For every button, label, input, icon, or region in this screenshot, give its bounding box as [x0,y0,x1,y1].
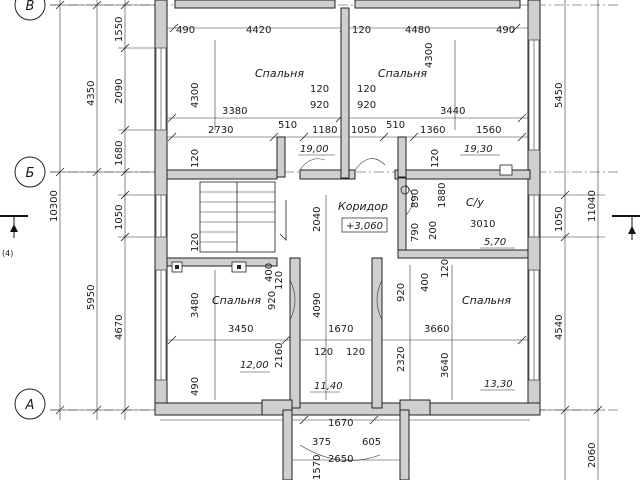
dimension-d920b: 920 [357,100,376,111]
dimension-d1880: 1880 [437,183,448,208]
axis-marker-a: А [14,388,46,420]
room-wc: С/у [466,196,484,209]
dimension-d120f: 120 [190,233,201,252]
dimension-d790: 790 [410,223,421,242]
dimension-d890: 890 [410,189,421,208]
dimension-d1670a: 1670 [328,324,353,335]
dimension-r5450: 5450 [554,83,565,108]
dimension-d120c: 120 [357,84,376,95]
dimension-d4300a: 4300 [190,83,201,108]
room-bedroom-top-left: Спальня [255,67,304,80]
dimension-d120d: 120 [190,149,201,168]
dimension-d4090: 4090 [312,293,323,318]
staircase [199,181,287,253]
dimension-l1050: 1050 [114,205,125,230]
area-3: 5,70 [484,237,506,248]
dimension-d120i: 120 [314,347,333,358]
dimension-r2060: 2060 [587,443,598,468]
column-symbols [171,164,513,273]
room-bedroom-top-right: Спальня [378,67,427,80]
dimension-d3440: 3440 [440,106,465,117]
dimension-l2090: 2090 [114,79,125,104]
room-labels: Спальня Спальня Спальня Спальня Коридор … [212,67,511,307]
area-1: 19,00 [300,144,329,155]
section-label-left: (4) [2,249,13,258]
dimension-d920a: 920 [310,100,329,111]
dimension-r11040: 11040 [587,190,598,222]
dimension-d4300b: 4300 [424,43,435,68]
dimension-d1050a: 1050 [351,125,376,136]
dimension-d490c: 490 [190,377,201,396]
dimension-d120g: 120 [440,259,451,278]
dimension-d510b: 510 [386,120,405,131]
dimension-d120a: 120 [352,25,371,36]
dimension-texts: 490 4420 120 4480 490 120 920 120 920 33… [176,25,515,465]
room-bedroom-bottom-right: Спальня [462,294,511,307]
dimension-d2320: 2320 [396,347,407,372]
room-bedroom-bottom-left: Спальня [212,294,261,307]
axis-marker-b: Б [14,156,46,188]
dimension-d375: 375 [312,437,331,448]
dimension-l1680: 1680 [114,141,125,166]
dimension-d490a: 490 [176,25,195,36]
dimension-d3380: 3380 [222,106,247,117]
dimension-d1180: 1180 [312,125,337,136]
area-4: 12,00 [240,360,269,371]
corridor-level: +3,060 [346,221,383,232]
area-2: 19,30 [464,144,493,155]
dimension-d1570: 1570 [312,455,323,480]
dimension-l1550: 1550 [114,17,125,42]
dimension-d3480: 3480 [190,293,201,318]
dimension-l5950: 5950 [86,285,97,310]
axis-marker-v: В [14,0,46,21]
dimension-d2040: 2040 [312,207,323,232]
dimension-d490b: 490 [496,25,515,36]
dimension-d120h: 120 [274,271,285,290]
dimension-d2730: 2730 [208,125,233,136]
dimension-d120b: 120 [310,84,329,95]
dimension-d120e: 120 [430,149,441,168]
room-corridor: Коридор [338,200,388,213]
dimension-r1050: 1050 [554,207,565,232]
area-underlines [240,154,515,393]
axis-label-b: Б [26,166,35,181]
dimension-d3660: 3660 [424,324,449,335]
area-6: 13,30 [484,379,513,390]
dimension-d400b: 400 [420,273,431,292]
dimension-d4480: 4480 [405,25,430,36]
room-areas: 19,00 19,30 5,70 12,00 11,40 13,30 [240,144,513,392]
dimension-d920d: 920 [267,291,278,310]
dimension-d400a: 400 [264,263,275,282]
dimension-d605: 605 [362,437,381,448]
axis-label-a: А [25,398,35,413]
walls [154,0,541,480]
dimension-r4540: 4540 [554,315,565,340]
dimension-l4670: 4670 [114,315,125,340]
dimension-d1560: 1560 [476,125,501,136]
dimension-d510a: 510 [278,120,297,131]
dimension-d3450: 3450 [228,324,253,335]
section-marker-left: (4) [0,215,28,258]
dimension-d1670b: 1670 [328,418,353,429]
dimension-d4420: 4420 [246,25,271,36]
dimension-l10300: 10300 [49,190,60,222]
dimension-d2160: 2160 [274,343,285,368]
axis-label-v: В [26,0,35,14]
dimension-d920c: 920 [396,283,407,302]
dimension-l4350: 4350 [86,81,97,106]
dimension-texts-vertical: 4300 4300 120 120 2040 890 1880 120 790 … [49,17,598,480]
section-marker-right [612,215,640,240]
dimension-d1360: 1360 [420,125,445,136]
dimension-d120j: 120 [346,347,365,358]
dimension-d200: 200 [428,221,439,240]
dimension-d2650: 2650 [328,454,353,465]
dimension-d3010: 3010 [470,219,495,230]
area-5: 11,40 [314,381,343,392]
dimension-d3640: 3640 [440,353,451,378]
